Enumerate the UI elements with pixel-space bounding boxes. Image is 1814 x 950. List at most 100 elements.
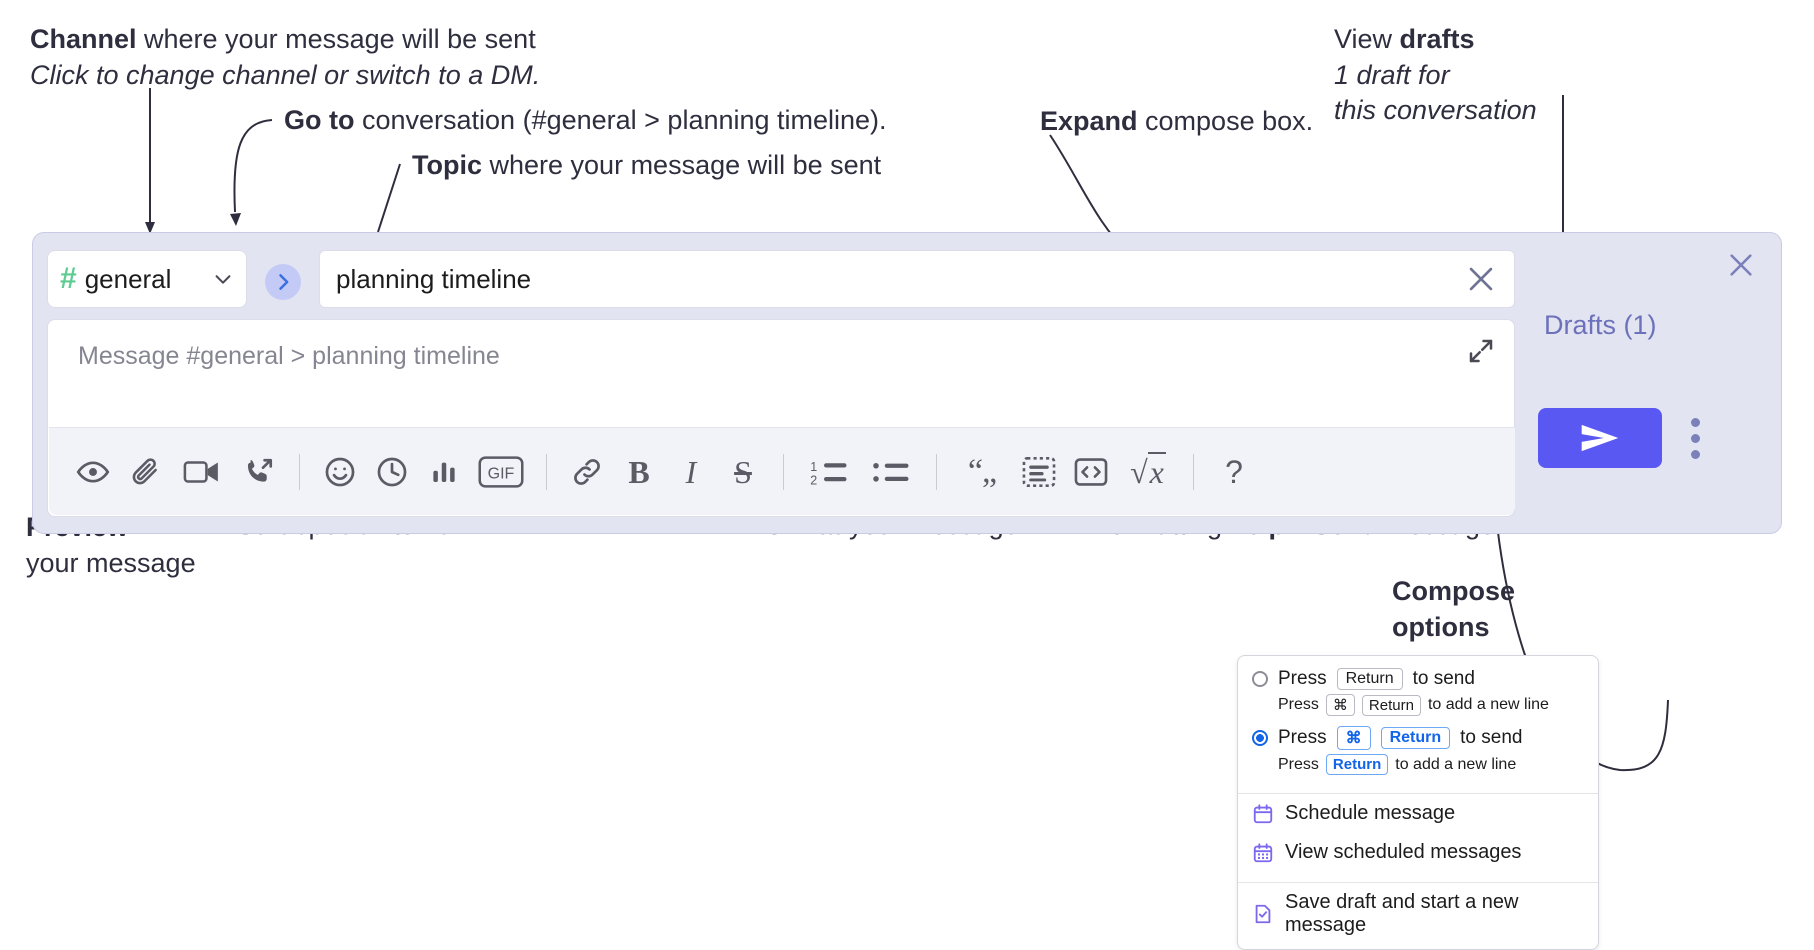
- radio-label-pre: Press: [1278, 727, 1327, 748]
- compose-options-button[interactable]: [1682, 413, 1708, 463]
- compose-main: # general planning timeline Message #gen…: [33, 233, 1530, 533]
- message-input-area[interactable]: Message #general > planning timeline: [47, 319, 1515, 517]
- save-draft-icon: [1252, 903, 1274, 925]
- attachment-icon[interactable]: [119, 444, 171, 500]
- clock-icon[interactable]: [366, 444, 418, 500]
- send-button[interactable]: [1538, 408, 1662, 468]
- help-icon[interactable]: ?: [1225, 453, 1243, 490]
- italic-icon[interactable]: I: [685, 453, 697, 490]
- svg-text:1: 1: [810, 459, 817, 473]
- link-icon[interactable]: [561, 444, 613, 500]
- gif-icon[interactable]: GIF: [470, 444, 532, 500]
- bold-icon[interactable]: B: [628, 453, 650, 490]
- expand-icon[interactable]: [1466, 336, 1496, 366]
- menu-item-label: View scheduled messages: [1285, 841, 1522, 863]
- key-return: Return: [1325, 754, 1389, 775]
- menu-radio-option[interactable]: Press Return to send: [1238, 666, 1598, 692]
- toolbar-separator: [936, 453, 937, 490]
- key-command: ⌘: [1336, 726, 1371, 750]
- hash-icon: #: [60, 262, 77, 295]
- radio-label-post: to send: [1412, 668, 1475, 689]
- call-icon[interactable]: [233, 444, 285, 500]
- formatting-toolbar: GIF B I S: [49, 427, 1515, 515]
- kebab-dot: [1690, 417, 1700, 427]
- annotation-drafts-bold: drafts: [1399, 24, 1475, 54]
- annotation-drafts-italic1: 1 draft for: [1334, 59, 1450, 90]
- annotation-goto: Go to conversation (#general > planning …: [284, 105, 887, 136]
- poll-icon[interactable]: [418, 444, 470, 500]
- inline-code-icon[interactable]: [1065, 444, 1117, 500]
- menu-item-label: Save draft and start a new message: [1285, 891, 1519, 936]
- ordered-list-icon[interactable]: 1 2: [798, 444, 860, 500]
- compose-box: # general planning timeline Message #gen…: [32, 232, 1782, 534]
- latex-icon[interactable]: √x: [1130, 451, 1166, 490]
- menu-divider: [1238, 793, 1598, 794]
- annotation-expand-bold: Expand: [1040, 106, 1138, 136]
- menu-item-label: Schedule message: [1285, 802, 1456, 824]
- annotation-compose-options-bold2: options: [1392, 611, 1490, 642]
- annotation-channel-italic: Click to change channel or switch to a D…: [30, 59, 541, 90]
- key-command: ⌘: [1325, 694, 1355, 716]
- preview-icon[interactable]: [67, 444, 119, 500]
- send-icon: [1581, 424, 1619, 452]
- close-icon[interactable]: [1725, 249, 1757, 281]
- strikethrough-icon[interactable]: S: [734, 453, 752, 490]
- toolbar-separator: [783, 453, 784, 490]
- menu-item-schedule-message[interactable]: Schedule message: [1238, 794, 1598, 833]
- message-placeholder: Message #general > planning timeline: [78, 342, 500, 370]
- annotation-preview-rest: your message: [26, 547, 196, 578]
- sub-pre: Press: [1278, 696, 1319, 713]
- annotation-channel: Channel where your message will be sent …: [30, 22, 540, 93]
- toolbar-separator: [1193, 453, 1194, 490]
- calendar-grid-icon: [1252, 842, 1274, 864]
- goto-conversation-button[interactable]: [265, 264, 301, 300]
- clear-topic-icon[interactable]: [1464, 262, 1498, 296]
- emoji-icon[interactable]: [314, 444, 366, 500]
- svg-text:GIF: GIF: [488, 465, 515, 482]
- sub-post: to add a new line: [1395, 755, 1517, 773]
- annotation-goto-rest: conversation (#general > planning timeli…: [354, 105, 887, 135]
- drafts-link[interactable]: Drafts (1): [1544, 310, 1657, 340]
- blockquote-icon[interactable]: “„: [967, 452, 997, 490]
- calendar-icon: [1252, 803, 1274, 825]
- menu-radio-option-selected[interactable]: Press ⌘ Return to send: [1238, 724, 1598, 752]
- video-icon[interactable]: [171, 444, 233, 500]
- menu-radio-subtext: Press Return to add a new line: [1238, 752, 1598, 783]
- annotation-drafts-plain: View: [1334, 24, 1400, 54]
- key-return: Return: [1361, 694, 1421, 716]
- topic-value: planning timeline: [336, 263, 532, 294]
- annotation-topic-rest: where your message will be sent: [482, 150, 882, 180]
- annotation-drafts-italic2: this conversation: [1334, 95, 1537, 126]
- annotation-goto-bold: Go to: [284, 105, 355, 135]
- key-return: Return: [1336, 668, 1403, 690]
- menu-item-view-scheduled[interactable]: View scheduled messages: [1238, 833, 1598, 872]
- topic-input[interactable]: planning timeline: [319, 250, 1515, 308]
- kebab-dot: [1690, 433, 1700, 443]
- annotation-expand-rest: compose box.: [1137, 106, 1314, 136]
- annotation-expand: Expand compose box.: [1040, 106, 1313, 137]
- channel-name: general: [84, 263, 172, 294]
- chevron-down-icon: [212, 268, 234, 290]
- key-return: Return: [1380, 727, 1451, 749]
- kebab-dot: [1690, 449, 1700, 459]
- annotation-topic: Topic where your message will be sent: [412, 150, 881, 181]
- annotation-channel-rest: where your message will be sent: [136, 24, 536, 54]
- annotation-channel-bold: Channel: [30, 24, 137, 54]
- bulleted-list-icon[interactable]: [860, 444, 922, 500]
- toolbar-separator: [546, 453, 547, 490]
- chevron-right-icon: [279, 274, 289, 290]
- menu-radio-subtext: Press ⌘ Return to add a new line: [1238, 692, 1598, 724]
- radio-button-selected[interactable]: [1252, 730, 1268, 746]
- channel-selector[interactable]: # general: [47, 250, 247, 308]
- radio-label-pre: Press: [1278, 668, 1327, 689]
- code-block-icon[interactable]: [1013, 444, 1065, 500]
- sub-pre: Press: [1278, 755, 1319, 773]
- radio-label-post: to send: [1460, 727, 1523, 748]
- menu-divider: [1238, 882, 1598, 883]
- sub-post: to add a new line: [1427, 696, 1549, 713]
- radio-button[interactable]: [1252, 671, 1268, 687]
- compose-options-menu: Press Return to send Press ⌘ Return to a…: [1237, 655, 1599, 950]
- annotation-topic-bold: Topic: [412, 150, 482, 180]
- svg-text:2: 2: [810, 473, 817, 487]
- menu-item-save-draft[interactable]: Save draft and start a new message: [1238, 883, 1598, 949]
